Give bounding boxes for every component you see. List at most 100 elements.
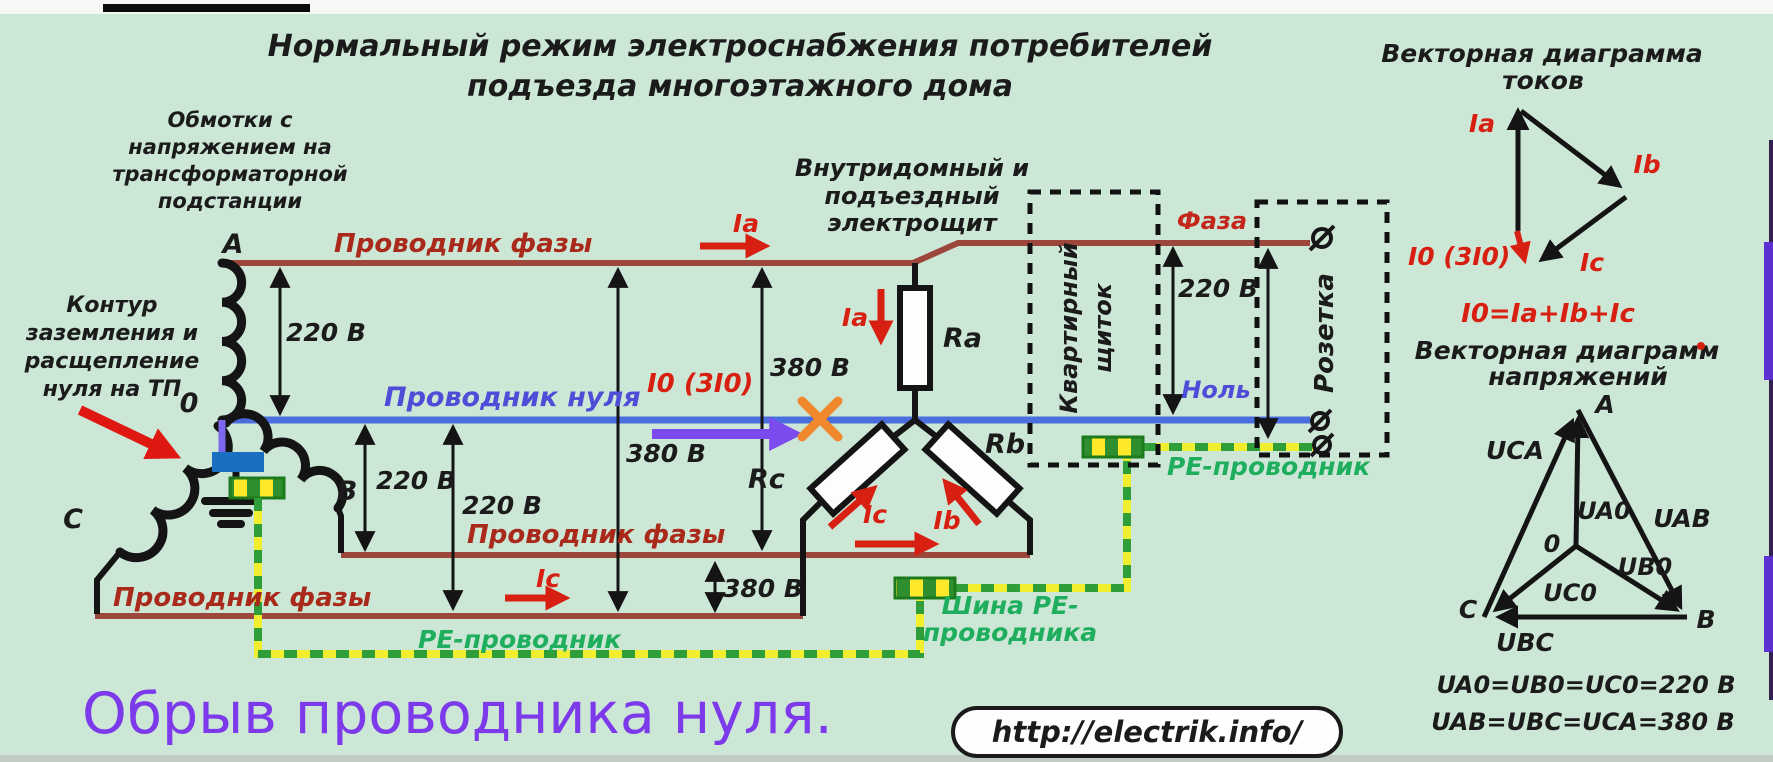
vv-a-label: A [1593, 390, 1614, 419]
vv-0-label: 0 [1544, 530, 1561, 558]
terminal-a-label: A [221, 229, 244, 260]
house-panel-l1: Внутридомный и [795, 154, 1029, 182]
vv-c-label: C [1459, 595, 1478, 624]
vv-uc0-label: UC0 [1543, 579, 1597, 607]
diagram-background [0, 14, 1773, 755]
vv-ua0-label: UA0 [1577, 497, 1631, 525]
windings-caption-l3: трансформаторной [112, 162, 348, 186]
label-380-tall-left: 380 В [626, 439, 706, 468]
vv-ub0-vector [1574, 543, 1680, 612]
vv-title-l1: Векторная диаграмм [1415, 336, 1720, 365]
winding-b-icon [221, 409, 348, 513]
vc-title-l2: токов [1502, 66, 1584, 95]
socket-neutral-terminal-icon [1307, 408, 1333, 434]
label-220-mid: 220 В [376, 466, 456, 495]
pe-bus-label-l2: проводника [923, 618, 1097, 647]
ground-pointer-arrow-icon [77, 405, 182, 460]
label-220-top: 220 В [286, 318, 366, 347]
pe-wire-bottom-dashes [254, 498, 924, 658]
vv-b-label: B [1696, 605, 1715, 634]
ib-load-label: Ib [933, 506, 960, 535]
vv-formula-380: UAB=UBC=UCA=380 В [1431, 708, 1734, 736]
terminal-0-label: 0 [180, 388, 199, 419]
rb-stub [913, 417, 939, 440]
vc-i0-label: I0 (3I0) [1408, 242, 1510, 271]
resistor-ra [897, 285, 933, 391]
right-edge-accent-top [1764, 242, 1773, 380]
title-line1: Нормальный режим электроснабжения потреб… [268, 29, 1213, 64]
label-380-bottom: 380 В [723, 574, 803, 603]
pe-wire-riser-dashes [955, 457, 1131, 592]
apartment-panel-l1: Квартирный [1055, 242, 1083, 413]
top-black-bar [103, 4, 310, 12]
ground-caption-l1: Контур [66, 293, 157, 318]
apartment-panel-l2: щиток [1089, 282, 1117, 373]
vv-uca-vector [1481, 417, 1575, 619]
vv-title-l2: напряжений [1488, 362, 1668, 391]
red-mark-icon [1697, 342, 1705, 350]
pe-right-label: PE-проводник [1167, 452, 1371, 481]
pe-busbar-icon [893, 576, 957, 600]
house-panel-l2: подъездный [824, 182, 999, 210]
vc-i0-vector [1509, 230, 1531, 265]
rc-label: Rc [748, 464, 785, 495]
ground-caption-l4: нуля на ТП [43, 377, 182, 402]
winding-c-connector [94, 550, 123, 614]
pe-terminal-apartment-icon [1081, 435, 1145, 459]
phase-c-riser [800, 498, 825, 616]
title-line2: подъезда многоэтажного дома [467, 69, 1013, 104]
ground-caption-l2: заземления и [25, 321, 198, 346]
label-380-tall-right: 380 В [770, 353, 850, 382]
bottom-edge-strip [0, 755, 1773, 762]
neutral-label: Проводник нуля [384, 382, 641, 413]
neutral-word-label: Ноль [1181, 376, 1250, 404]
ground-clamp-icon [212, 452, 264, 472]
vc-ib-vector [1519, 109, 1623, 189]
pe-terminal-tp-icon [228, 476, 286, 500]
vc-title-l1: Векторная диаграмма [1381, 39, 1703, 68]
socket-phase-terminal-icon [1308, 224, 1336, 252]
vv-uab-vector [1575, 408, 1683, 611]
site-badge-label[interactable]: http://electrik.info/ [992, 715, 1305, 749]
ib-arrow-load [942, 478, 982, 527]
pe-left-label: PE-проводник [418, 625, 622, 654]
ic-wire-label: Ic [536, 564, 560, 593]
vv-uab-label: UAB [1653, 504, 1711, 533]
rb-label: Rb [985, 429, 1025, 460]
apartment-panel-box [1027, 189, 1161, 468]
ic-arrow-load [827, 485, 878, 530]
winding-b-connector [335, 506, 344, 553]
i0-label: I0 (3I0) [647, 369, 753, 399]
terminal-b-label: B [337, 476, 358, 507]
socket-label: Розетка [1310, 273, 1340, 393]
vc-ic-label: Ic [1580, 248, 1604, 277]
vv-ubc-label: UBC [1496, 628, 1554, 657]
vc-ib-label: Ib [1633, 150, 1660, 179]
winding-a-icon [217, 258, 247, 425]
vc-formula: I0=Ia+Ib+Ic [1461, 299, 1635, 329]
vv-uca-label: UCA [1486, 436, 1544, 465]
vv-uc0-vector [1492, 544, 1578, 613]
vv-ub0-label: UB0 [1618, 553, 1672, 581]
earth-icon [201, 497, 261, 528]
site-badge[interactable]: http://electrik.info/ [951, 706, 1343, 758]
pe-bus-label-l1: Шина PE- [941, 591, 1078, 620]
phase-bottom-label: Проводник фазы [113, 583, 371, 613]
label-220-socket: 220 В [1178, 274, 1258, 303]
right-edge-strip [1769, 140, 1773, 700]
break-caption: Обрыв проводника нуля. [82, 681, 833, 747]
windings-caption-l1: Обмотки с [167, 108, 293, 132]
socket-pe-terminal-icon [1309, 432, 1335, 458]
phase-top-label: Проводник фазы [334, 229, 592, 259]
house-panel-l3: электрощит [827, 209, 998, 237]
windings-caption-l4: подстанции [158, 189, 302, 213]
phase-mid-label: Проводник фазы [467, 520, 725, 550]
vc-ic-vector [1538, 194, 1628, 263]
phase-a-wire-right [911, 240, 1310, 266]
ic-load-label: Ic [863, 500, 887, 529]
label-220-low: 220 В [462, 491, 542, 520]
windings-caption-l2: напряжением на [128, 135, 331, 159]
ia-top-label: Ia [733, 209, 759, 238]
